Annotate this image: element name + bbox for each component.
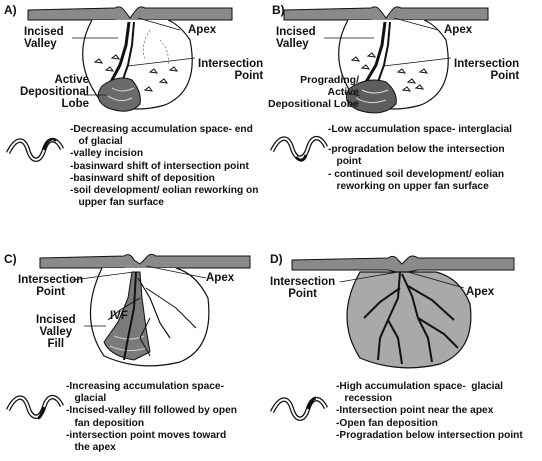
desc-line: -Decreasing accumulation space- end: [70, 124, 259, 136]
panel-c-sea-level-curve: [6, 394, 64, 424]
panel-a: A) Incised Valley Apex Intersection Poin…: [0, 0, 270, 230]
desc-line: point: [328, 156, 512, 168]
panel-c-ivf-label: IVF: [110, 310, 128, 322]
panel-d-intersection-label: Intersection Point: [270, 276, 335, 300]
desc-line: [328, 136, 512, 144]
desc-line: -soil development/ eolian reworking on: [70, 185, 259, 197]
desc-line: of glacial: [70, 136, 259, 148]
panel-a-description: -Decreasing accumulation space- end of g…: [70, 124, 259, 209]
desc-line: fan deposition: [66, 418, 237, 430]
panel-c-description: -Increasing accumulation space- glacial …: [66, 381, 237, 454]
panel-a-incised-valley-label: Incised Valley: [24, 26, 64, 50]
desc-line: -basinward shift of deposition: [70, 173, 259, 185]
desc-line: -basinward shift of intersection point: [70, 161, 259, 173]
desc-line: -Intersection point near the apex: [336, 405, 523, 417]
panel-d-fan-diagram: [268, 238, 542, 378]
panel-d-apex-label: Apex: [466, 286, 494, 298]
panel-c-apex-label: Apex: [206, 272, 234, 284]
panel-c-intersection-label: Intersection Point: [18, 274, 83, 298]
panel-a-lobe-label: Active Depositional Lobe: [20, 74, 89, 110]
desc-line: -Open fan deposition: [336, 418, 523, 430]
desc-line: reworking on upper fan surface: [328, 181, 512, 193]
desc-line: -intersection point moves toward: [66, 430, 237, 442]
desc-line: glacial: [66, 393, 237, 405]
panel-d-sea-level-curve: [270, 396, 328, 426]
panel-d: D) Intersection Point Apex -High accumul…: [268, 238, 542, 461]
desc-line: -valley incision: [70, 148, 259, 160]
panel-c-incised-valley-fill-label: Incised Valley Fill: [36, 314, 76, 350]
panel-b: B) Incised Valley Apex Intersection Poin…: [268, 0, 542, 230]
desc-line: -Progradation below intersection point: [336, 430, 523, 442]
desc-line: the apex: [66, 442, 237, 454]
panel-c-fan-diagram: [0, 238, 270, 378]
panel-b-sea-level-curve: [270, 135, 328, 165]
panel-b-lobe-label: Prograding/ Active Depositional Lobe: [268, 74, 359, 110]
panel-b-apex-label: Apex: [444, 24, 472, 36]
desc-line: - continued soil development/ eolian: [328, 169, 512, 181]
panel-b-incised-valley-label: Incised Valley: [276, 26, 316, 50]
panel-a-sea-level-curve: [6, 135, 64, 165]
desc-line: -Low accumulation space- interglacial: [328, 124, 512, 136]
panel-b-description: -Low accumulation space- interglacial -p…: [328, 124, 512, 193]
panel-c: C) Intersection Point Apex IVF Incised V…: [0, 238, 270, 461]
desc-line: recession: [336, 393, 523, 405]
desc-line: -progradation below the intersection: [328, 144, 512, 156]
panel-d-description: -High accumulation space- glacial recess…: [336, 381, 523, 442]
desc-line: -Incised-valley fill followed by open: [66, 405, 237, 417]
panel-b-intersection-label: Intersection Point: [454, 58, 519, 82]
desc-line: upper fan surface: [70, 197, 259, 209]
panel-a-intersection-label: Intersection Point: [198, 58, 263, 82]
desc-line: -High accumulation space- glacial: [336, 381, 523, 393]
desc-line: -Increasing accumulation space-: [66, 381, 237, 393]
panel-a-apex-label: Apex: [188, 24, 216, 36]
